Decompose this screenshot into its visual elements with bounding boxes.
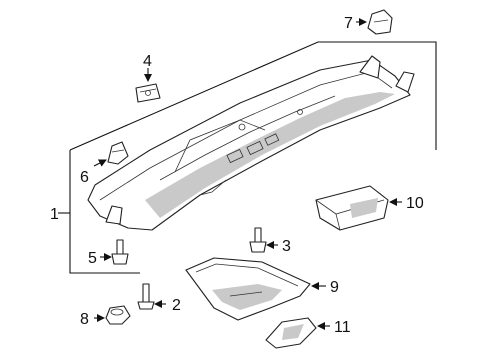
module-part [315,185,389,231]
console-panel-part [87,55,415,231]
callout-1: 1 [50,206,59,223]
callout-11: 11 [334,319,351,336]
assembly-bracket [58,41,437,274]
lamp-part [265,317,317,349]
callout-8: 8 [80,311,89,328]
screw-part-5 [111,239,129,265]
leader-6 [93,159,107,167]
callout-2: 2 [172,297,181,314]
callout-10: 10 [406,195,424,212]
tray-part [185,257,311,321]
callout-7: 7 [344,15,353,32]
grommet-part [105,305,131,325]
callout-5: 5 [88,250,97,267]
nut-clip-part [135,83,161,103]
bolt-part [137,283,155,310]
callout-3: 3 [282,238,291,255]
callout-4: 4 [143,53,152,70]
callout-6: 6 [80,169,89,186]
callout-9: 9 [330,279,339,296]
retainer-part [107,141,129,165]
bracket-part [367,9,393,35]
screw-part [249,227,267,253]
